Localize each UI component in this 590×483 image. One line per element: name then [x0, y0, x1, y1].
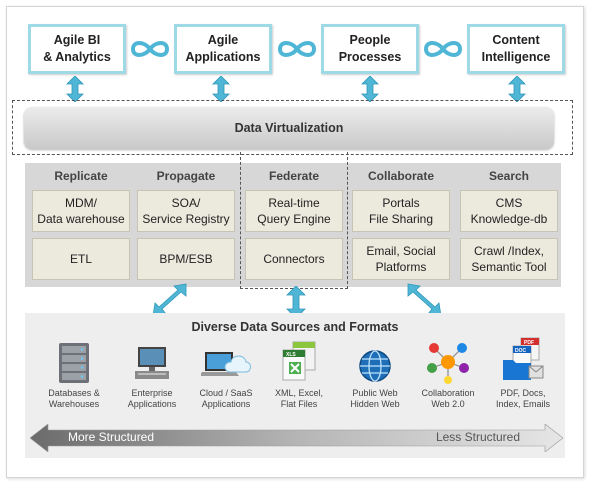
- mdm-line1: MDM/: [64, 195, 97, 210]
- source-documents-line2: Index, Emails: [495, 399, 551, 410]
- mdm-cell: MDM/Data warehouse: [32, 190, 130, 232]
- agile-applications-line1: Agile: [207, 33, 239, 48]
- data-sources-title: Diverse Data Sources and Formats: [191, 320, 399, 334]
- globe-icon: [359, 350, 391, 382]
- source-files-line1: XML, Excel,: [274, 388, 323, 398]
- connectors-line1: Connectors: [263, 251, 325, 266]
- soa-cell: SOA/Service Registry: [137, 190, 235, 232]
- crawl-index-line1: Crawl /Index,: [473, 243, 545, 258]
- less-structured-label: Less Structured: [435, 430, 520, 444]
- realtime-line2: Query Engine: [257, 212, 331, 226]
- federate-header: Federate: [268, 169, 320, 183]
- cloud-laptop-icon: [201, 352, 251, 376]
- agile-applications-line2: Applications: [185, 50, 261, 64]
- agile-bi-box: Agile BI & Analytics: [28, 24, 126, 74]
- soa-line2: Service Registry: [142, 212, 230, 226]
- source-cloud-line1: Cloud / SaaS: [199, 388, 253, 398]
- realtime-line1: Real-time: [268, 195, 320, 210]
- connectors-cell: Connectors: [245, 238, 343, 280]
- source-collaboration-line2: Web 2.0: [431, 399, 465, 410]
- infinity-icon: [130, 41, 170, 57]
- source-files-line2: Flat Files: [280, 399, 318, 410]
- svg-text:DOC: DOC: [515, 348, 527, 354]
- source-databases-line2: Warehouses: [48, 399, 100, 410]
- svg-text:XLS: XLS: [286, 352, 296, 358]
- cms-line1: CMS: [495, 195, 523, 210]
- source-enterprise-line1: Enterprise: [131, 388, 173, 398]
- source-cloud-line2: Applications: [201, 399, 251, 410]
- source-enterprise-line2: Applications: [127, 399, 177, 410]
- structure-scale-arrow: [30, 424, 563, 452]
- content-intelligence-line1: Content: [492, 33, 540, 48]
- portals-line2: File Sharing: [368, 212, 434, 226]
- email-social-line1: Email, Social: [366, 243, 436, 258]
- source-web-line1: Public Web: [352, 388, 398, 398]
- bidirectional-arrow-icon: [361, 76, 379, 102]
- mdm-line2: Data warehouse: [37, 212, 125, 226]
- portals-line1: Portals: [382, 195, 420, 210]
- bpm-line1: BPM/ESB: [159, 251, 213, 266]
- source-documents-line1: PDF, Docs,: [500, 388, 546, 398]
- agile-bi-line2: & Analytics: [43, 50, 111, 64]
- network-people-icon: [427, 343, 469, 384]
- propagate-header: Propagate: [156, 169, 216, 183]
- more-structured-label: More Structured: [68, 430, 155, 444]
- infinity-icon: [423, 41, 463, 57]
- source-documents: PDF DOC PDF, Docs,Index, Emails: [483, 337, 563, 411]
- soa-line1: SOA/: [171, 195, 201, 210]
- virtualization-boundary: [12, 100, 573, 155]
- agile-bi-line1: Agile BI: [53, 33, 101, 48]
- source-collaboration-line1: Collaboration: [421, 388, 475, 398]
- source-files: XLS XML, Excel,Flat Files: [259, 340, 339, 411]
- bidirectional-arrow-icon: [66, 76, 84, 102]
- etl-cell: ETL: [32, 238, 130, 280]
- collaborate-header: Collaborate: [367, 169, 434, 183]
- data-virtualization-label: Data Virtualization: [234, 121, 344, 135]
- replicate-header: Replicate: [54, 169, 108, 183]
- source-databases-line1: Databases &: [48, 388, 100, 398]
- bpm-cell: BPM/ESB: [137, 238, 235, 280]
- cms-line2: Knowledge-db: [470, 212, 548, 226]
- data-virtualization-bar: Data Virtualization: [24, 107, 554, 149]
- file-formats-icon: XLS: [282, 341, 316, 381]
- etl-line1: ETL: [69, 251, 92, 266]
- people-processes-line1: People: [349, 33, 391, 48]
- infinity-icon: [277, 41, 317, 57]
- bidirectional-arrow-icon: [508, 76, 526, 102]
- federate-boundary: [240, 152, 348, 289]
- bidirectional-arrow-icon: [212, 76, 230, 102]
- cms-cell: CMS Knowledge-db: [460, 190, 558, 232]
- content-intelligence-line2: Intelligence: [481, 50, 551, 64]
- crawl-index-line2: Semantic Tool: [471, 260, 547, 274]
- source-web-line2: Hidden Web: [350, 399, 400, 410]
- people-processes-line2: Processes: [338, 50, 402, 64]
- server-rack-icon: [59, 343, 89, 383]
- crawl-index-cell: Crawl /Index, Semantic Tool: [460, 238, 558, 280]
- computer-icon: [135, 347, 169, 379]
- email-social-line2: Platforms: [375, 260, 427, 274]
- documents-icon: PDF DOC: [503, 337, 544, 380]
- source-databases: Databases &Warehouses: [34, 340, 114, 411]
- svg-text:PDF: PDF: [524, 340, 534, 346]
- bidirectional-arrow-icon: [286, 286, 306, 318]
- search-header: Search: [488, 169, 530, 183]
